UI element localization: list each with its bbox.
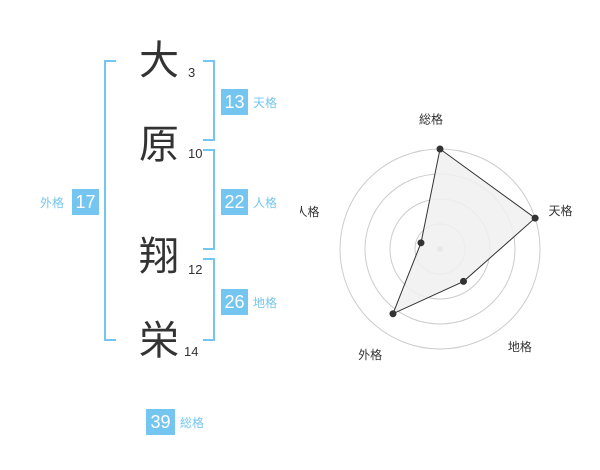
tenkaku-value: 13 xyxy=(221,89,248,115)
radar-point-2 xyxy=(460,277,468,285)
stroke-count-3: 12 xyxy=(188,262,203,277)
radar-axis-label-3: 外格 xyxy=(358,347,382,362)
char-1: 大 xyxy=(139,38,179,84)
radar-points xyxy=(389,145,539,318)
soukaku-label: 総格 xyxy=(180,416,205,430)
char-3: 翔 xyxy=(139,234,179,280)
radar-axis-label-0: 総格 xyxy=(419,112,443,127)
radar-point-0 xyxy=(436,145,444,153)
gaikaku-value: 17 xyxy=(72,189,99,215)
jinkaku-bracket xyxy=(203,149,215,250)
char-4: 栄 xyxy=(139,318,179,364)
radar-polygon xyxy=(392,148,536,315)
radar-axis-label-4: 人格 xyxy=(300,204,319,219)
char-2: 原 xyxy=(139,122,179,168)
tenkaku-label: 天格 xyxy=(253,96,278,110)
tenkaku-bracket xyxy=(203,60,215,141)
gaikaku-label: 外格 xyxy=(40,196,65,210)
radar-point-1 xyxy=(531,214,539,222)
chikaku-value: 26 xyxy=(221,289,248,315)
chikaku-label: 地格 xyxy=(253,296,278,310)
stroke-count-2: 10 xyxy=(188,146,203,161)
jinkaku-value: 22 xyxy=(221,189,248,215)
gaikaku-bracket xyxy=(104,60,116,341)
radar-axis-label-2: 地格 xyxy=(508,339,532,354)
stroke-count-1: 3 xyxy=(188,65,196,80)
radar-point-3 xyxy=(389,310,397,318)
stroke-count-4: 14 xyxy=(184,344,199,359)
radar-point-4 xyxy=(417,239,425,247)
chikaku-bracket xyxy=(203,258,215,341)
soukaku-value: 39 xyxy=(146,409,175,435)
radar-axis-label-1: 天格 xyxy=(549,203,573,218)
jinkaku-label: 人格 xyxy=(253,196,278,210)
